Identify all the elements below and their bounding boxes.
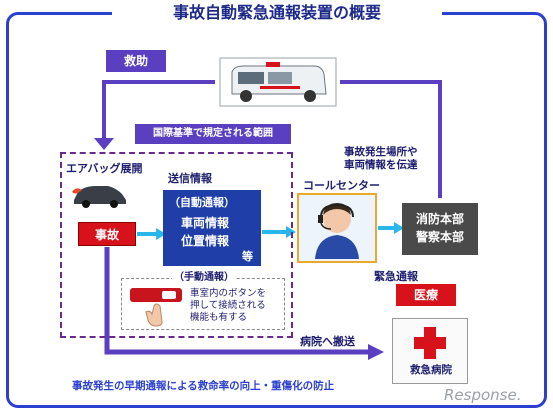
page-title: 事故自動緊急通報装置の概要 [112, 2, 442, 24]
police-dept-label: 警察本部 [415, 230, 464, 244]
medical-tag: 医療 [396, 284, 456, 306]
manual-line-3: 機能も有する [190, 312, 248, 323]
rescue-arrowhead [94, 138, 114, 150]
position-info-label: 位置情報 [181, 234, 230, 248]
ambulance-icon [219, 57, 337, 107]
send-info-box: （自動通報） 車両情報 位置情報 等 [163, 190, 261, 266]
manual-report-text: 車室内のボタンを 押して接続される 機能も有する [190, 288, 282, 324]
fire-dept-label: 消防本部 [415, 212, 464, 226]
etc-label: 等 [242, 250, 253, 263]
auto-report-label: （自動通報） [169, 196, 235, 209]
intl-standard-label: 国際基準で規定される範囲 [135, 124, 291, 144]
dispatch-arrow [340, 80, 442, 198]
transport-arrowhead [368, 344, 384, 360]
intl-standard-scope [60, 152, 293, 338]
transmit-note: 事故発生場所や 車両情報を伝達 [344, 146, 418, 172]
manual-line-1: 車室内のボタンを [190, 288, 267, 299]
watermark-logo: Response. [444, 386, 522, 404]
vehicle-info-label: 車両情報 [181, 216, 230, 230]
hospital-label: 救急病院 [410, 364, 452, 376]
operator-icon [315, 203, 359, 259]
bottom-note: 事故発生の早期通報による救命率の向上・重傷化の防止 [72, 380, 335, 392]
rescue-tag: 救助 [106, 50, 166, 72]
car-icon [72, 186, 126, 208]
transmit-line-1: 事故発生場所や [344, 146, 418, 158]
transport-label: 病院へ搬送 [300, 335, 355, 348]
manual-line-2: 押して接続される [190, 300, 266, 311]
transport-arrow [104, 247, 370, 355]
callcenter-label: コールセンター [303, 179, 380, 192]
emergency-report-label: 緊急通報 [374, 270, 418, 283]
transmit-line-2: 車両情報を伝達 [344, 159, 418, 171]
accident-box: 事故 [78, 222, 136, 246]
send-info-label: 送信情報 [168, 172, 212, 185]
sos-button-icon [130, 288, 182, 327]
red-cross-icon [414, 327, 446, 359]
rescue-loop-arrow [102, 80, 215, 140]
manual-report-label: （手動通報） [172, 268, 236, 283]
fire-police-box: 消防本部 警察本部 [402, 203, 478, 255]
hospital-box [392, 318, 468, 384]
callcenter-box [297, 193, 377, 263]
airbag-label: エアバッグ展開 [66, 162, 143, 175]
